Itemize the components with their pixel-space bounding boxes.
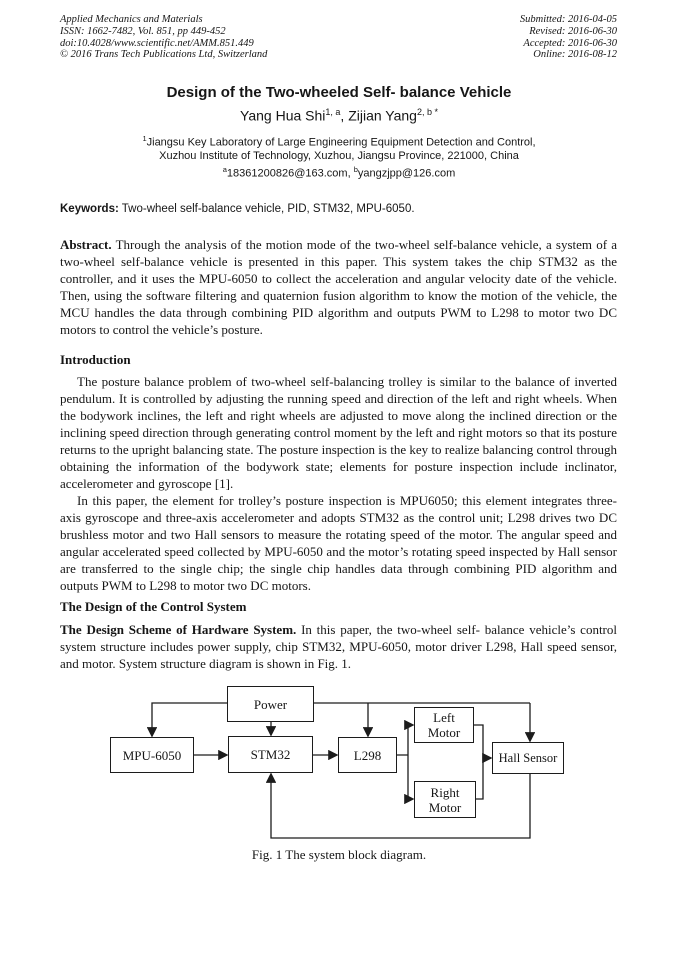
online-date: Online: 2016-08-12	[533, 49, 617, 61]
abstract-paragraph: Abstract. Through the analysis of the mo…	[60, 236, 617, 338]
email-separator: ,	[347, 167, 354, 180]
journal-header: Applied Mechanics and Materials ISSN: 16…	[60, 14, 617, 61]
affiliation-line1: Jiangsu Key Laboratory of Large Engineer…	[146, 136, 536, 149]
journal-copyright: © 2016 Trans Tech Publications Ltd, Swit…	[60, 49, 268, 61]
abstract-text: Through the analysis of the motion mode …	[60, 237, 617, 337]
hardware-design-label: The Design Scheme of Hardware System.	[60, 622, 297, 637]
accepted-date: Accepted: 2016-06-30	[523, 37, 617, 49]
diagram-box-stm32: STM32	[228, 736, 313, 773]
introduction-paragraph-2: In this paper, the element for trolley’s…	[60, 493, 617, 593]
diagram-box-mpu6050: MPU-6050	[110, 737, 194, 773]
author-1: Yang Hua Shi	[240, 107, 326, 124]
diagram-box-power: Power	[227, 686, 314, 722]
introduction-heading-block: Introduction	[60, 352, 617, 368]
hall-sensor-label: Hall Sensor	[498, 750, 558, 765]
right-motor-label-line1: Right	[430, 784, 460, 800]
affiliation: 1Jiangsu Key Laboratory of Large Enginee…	[0, 132, 678, 164]
abstract-label: Abstract.	[60, 237, 112, 252]
introduction-heading: Introduction	[60, 352, 131, 367]
email-2-superscript: b	[353, 165, 358, 174]
left-motor-label-line1: Left	[433, 710, 455, 725]
introduction-body: The posture balance problem of two-wheel…	[60, 373, 617, 594]
diagram-box-hall-sensor: Hall Sensor	[492, 742, 564, 774]
arrow-power-to-mpu	[146, 702, 227, 738]
power-label: Power	[253, 696, 288, 712]
abstract-block: Abstract. Through the analysis of the mo…	[60, 236, 617, 338]
journal-doi: doi:10.4028/www.scientific.net/AMM.851.4…	[60, 37, 254, 49]
email-2: yangzjpp@126.com	[357, 167, 456, 180]
stm32-label: STM32	[250, 747, 291, 762]
hardware-design-text: In this paper, the two-wheel self- balan…	[60, 622, 618, 671]
hardware-design-paragraph: The Design Scheme of Hardware System. In…	[60, 621, 617, 672]
l298-label: L298	[353, 747, 382, 763]
arrow-hall-feedback-to-stm32	[265, 772, 531, 839]
email-1: 18361200826@163.com	[226, 167, 348, 180]
diagram-connector-lines	[146, 702, 536, 839]
email-line: a18361200826@163.com, byangzjpp@126.com	[0, 165, 678, 180]
introduction-paragraph-1: The posture balance problem of two-wheel…	[60, 374, 617, 491]
keywords-line: Keywords: Two-wheel self-balance vehicle…	[60, 202, 617, 216]
submitted-date: Submitted: 2016-04-05	[519, 14, 617, 25]
keywords-text: Two-wheel self-balance vehicle, PID, STM…	[121, 203, 415, 215]
author-separator: ,	[340, 107, 349, 124]
diagram-box-l298: L298	[338, 737, 397, 773]
hardware-design-block: The Design Scheme of Hardware System. In…	[60, 621, 617, 672]
author-2: Zijian Yang	[348, 107, 417, 124]
left-motor-label-line2: Motor	[427, 725, 461, 740]
revised-date: Revised: 2016-06-30	[529, 25, 617, 37]
right-motor-label-line2: Motor	[428, 799, 462, 815]
journal-name: Applied Mechanics and Materials	[60, 14, 203, 25]
affiliation-superscript: 1	[142, 134, 147, 143]
paper-title: Design of the Two-wheeled Self- balance …	[166, 84, 512, 101]
design-heading: The Design of the Control System	[60, 599, 247, 614]
figure-caption: Fig. 1 The system block diagram.	[251, 847, 427, 862]
affiliation-line2: Xuzhou Institute of Technology, Xuzhou, …	[159, 150, 519, 163]
l298-split-line	[397, 725, 409, 799]
author-1-superscript: 1, a	[325, 107, 341, 117]
journal-info: Applied Mechanics and Materials ISSN: 16…	[60, 14, 267, 61]
design-heading-block: The Design of the Control System	[60, 599, 617, 615]
keywords-label: Keywords:	[60, 203, 119, 215]
author-2-superscript: 2, b *	[416, 107, 438, 117]
mpu6050-label: MPU-6050	[122, 747, 182, 763]
email-1-superscript: a	[222, 165, 227, 174]
journal-issn: ISSN: 1662-7482, Vol. 851, pp 449-452	[60, 25, 226, 37]
submission-dates: Submitted: 2016-04-05 Revised: 2016-06-3…	[520, 14, 617, 61]
author-line: Yang Hua Shi1, a, Zijian Yang2, b *	[0, 107, 678, 124]
